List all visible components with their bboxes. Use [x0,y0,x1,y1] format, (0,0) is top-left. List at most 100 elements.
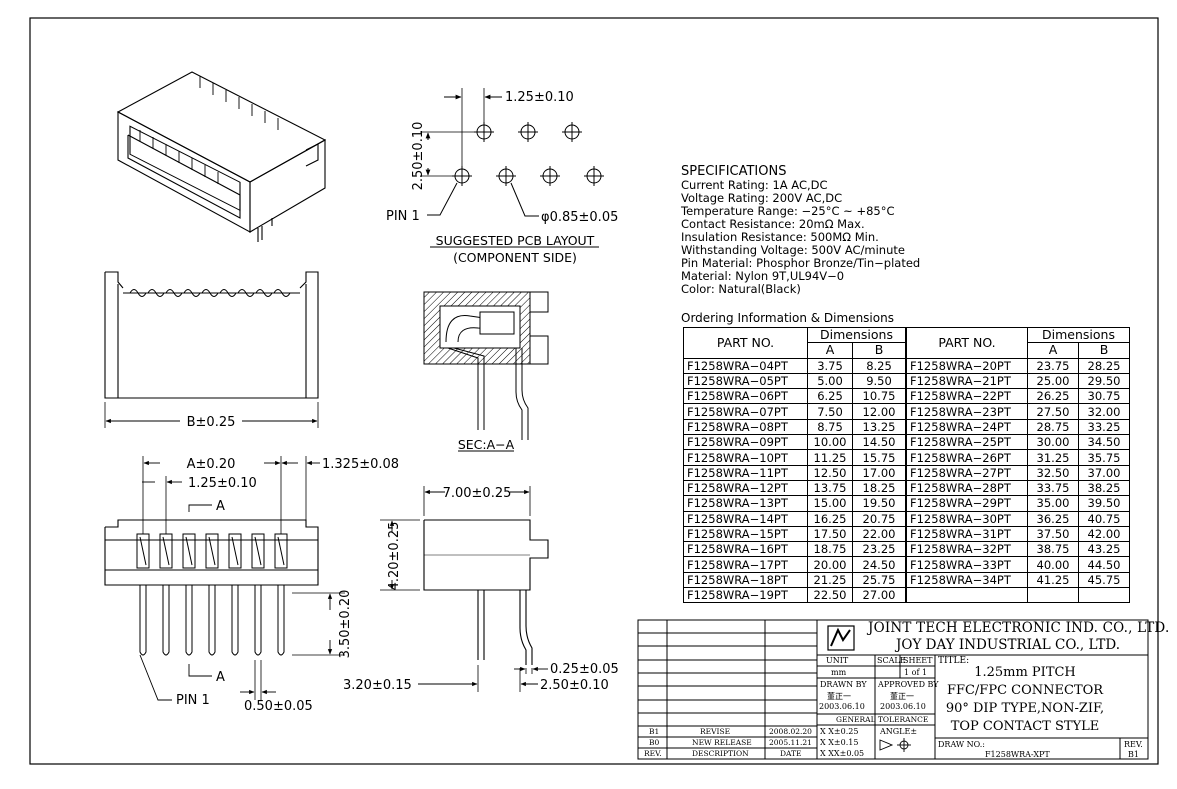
dim-a-cell: 15.00 [807,495,853,512]
dim-b-cell: 33.25 [1078,418,1130,436]
pcb-layout-title: SUGGESTED PCB LAYOUT [436,233,595,248]
sheet-label: SHEET [903,656,933,665]
drawing-title: 1.25mm PITCH FFC/FPC CONNECTOR 90° DIP T… [935,664,1115,736]
front-view [104,456,345,701]
tolerance-3: X XX±0.05 [820,749,865,758]
col-a: A [1027,342,1079,359]
dim-b-cell: 37.00 [1078,464,1130,481]
col-dimensions: Dimensions [1027,326,1130,344]
front-pin1-label: PIN 1 [176,693,210,708]
spec-line: Contact Resistance: 20mΩ Max. [681,217,865,231]
spec-line: Color: Natural(Black) [681,282,801,296]
spec-line: Withstanding Voltage: 500V AC/minute [681,243,905,257]
rev-row-date: 2008.02.20 [769,727,812,736]
dim-a-cell: 18.75 [807,541,853,558]
depth-label: 7.00±0.25 [443,486,512,501]
spec-line: Pin Material: Phosphor Bronze/Tin−plated [681,256,921,270]
rev-row-date: 2005.11.21 [769,738,812,747]
draw-no-label: DRAW NO.: [938,740,985,749]
dim-a-cell: 28.75 [1027,418,1079,436]
part-number-cell: F1258WRA−34PT [906,571,1028,589]
part-number-cell: F1258WRA−18PT [683,571,808,589]
part-number-cell [906,587,1028,604]
part-number-cell: F1258WRA−16PT [683,541,808,558]
col-a: A [807,342,853,359]
dim-a-cell: 10.00 [807,434,853,451]
dim-a-cell: 40.00 [1027,556,1079,573]
approved-date: 2003.06.10 [880,702,926,711]
pin-pitch-side-label: 2.50±0.10 [540,678,609,693]
dim-b-cell: 30.75 [1078,388,1130,405]
part-number-cell: F1258WRA−29PT [906,495,1028,512]
dim-b-cell: 38.25 [1078,479,1130,497]
title-line: FFC/FPC CONNECTOR [946,683,1104,698]
angle-label: ANGLE± [880,727,918,736]
rev-row-desc: REVISE [700,727,731,736]
dim-a-cell: 20.00 [807,556,853,573]
section-mark-top: A [216,499,225,514]
title-label: TITLE: [938,656,970,666]
unit-value: mm [831,668,847,677]
part-number-cell: F1258WRA−11PT [683,464,808,481]
dim-a-cell: 25.00 [1027,372,1079,390]
dim-b-cell: 14.50 [852,434,906,451]
part-number-cell: F1258WRA−31PT [906,525,1028,543]
dim-a-cell: 12.50 [807,464,853,481]
pin-offset-label: 3.20±0.15 [343,678,412,693]
top-view [104,271,319,428]
rev-header-date: DATE [780,749,802,758]
isometric-view [116,71,327,242]
specifications: SPECIFICATIONS Current Rating: 1A AC,DC … [681,165,920,296]
pcb-layout [420,88,604,248]
sheet-border [29,17,1159,765]
spec-heading: SPECIFICATIONS [681,164,787,179]
dim-b-cell: 20.75 [852,510,906,527]
dim-a-cell: 36.25 [1027,510,1079,527]
dim-b-cell: 43.25 [1078,541,1130,558]
company-name-2: JOY DAY INDUSTRIAL CO., LTD. [896,637,1120,653]
dim-a-cell: 32.50 [1027,464,1079,481]
part-number-cell: F1258WRA−12PT [683,479,808,497]
col-dimensions: Dimensions [807,326,906,344]
part-number-cell: F1258WRA−28PT [906,479,1028,497]
pcb-layout-subtitle: (COMPONENT SIDE) [453,250,577,265]
dim-b-cell: 40.75 [1078,510,1130,527]
dim-a-cell: 16.25 [807,510,853,527]
part-number-cell: F1258WRA−05PT [683,372,808,390]
dim-b-cell: 39.50 [1078,495,1130,512]
col-b: B [1078,342,1130,359]
part-number-cell: F1258WRA−13PT [683,495,808,512]
tolerance-2: X X±0.15 [820,738,859,747]
part-number-cell: F1258WRA−22PT [906,388,1028,405]
dim-b-cell: 24.50 [852,556,906,573]
drawn-by-label: DRAWN BY [820,680,867,689]
dim-b-cell: 13.25 [852,418,906,436]
draw-no-value: F1258WRA-XPT [985,750,1050,759]
spec-line: Material: Nylon 9T,UL94V−0 [681,269,845,283]
rev-header-desc: DESCRIPTION [692,749,749,758]
part-number-cell: F1258WRA−33PT [906,556,1028,573]
dim-b-cell: 18.25 [852,479,906,497]
dim-a-cell: 38.75 [1027,541,1079,558]
side-view [380,486,549,692]
b-dimension-label: B±0.25 [187,415,236,430]
part-number-cell: F1258WRA−17PT [683,556,808,573]
tolerance-label: GENERAL TOLERANCE [836,715,929,724]
part-number-cell: F1258WRA−24PT [906,418,1028,436]
